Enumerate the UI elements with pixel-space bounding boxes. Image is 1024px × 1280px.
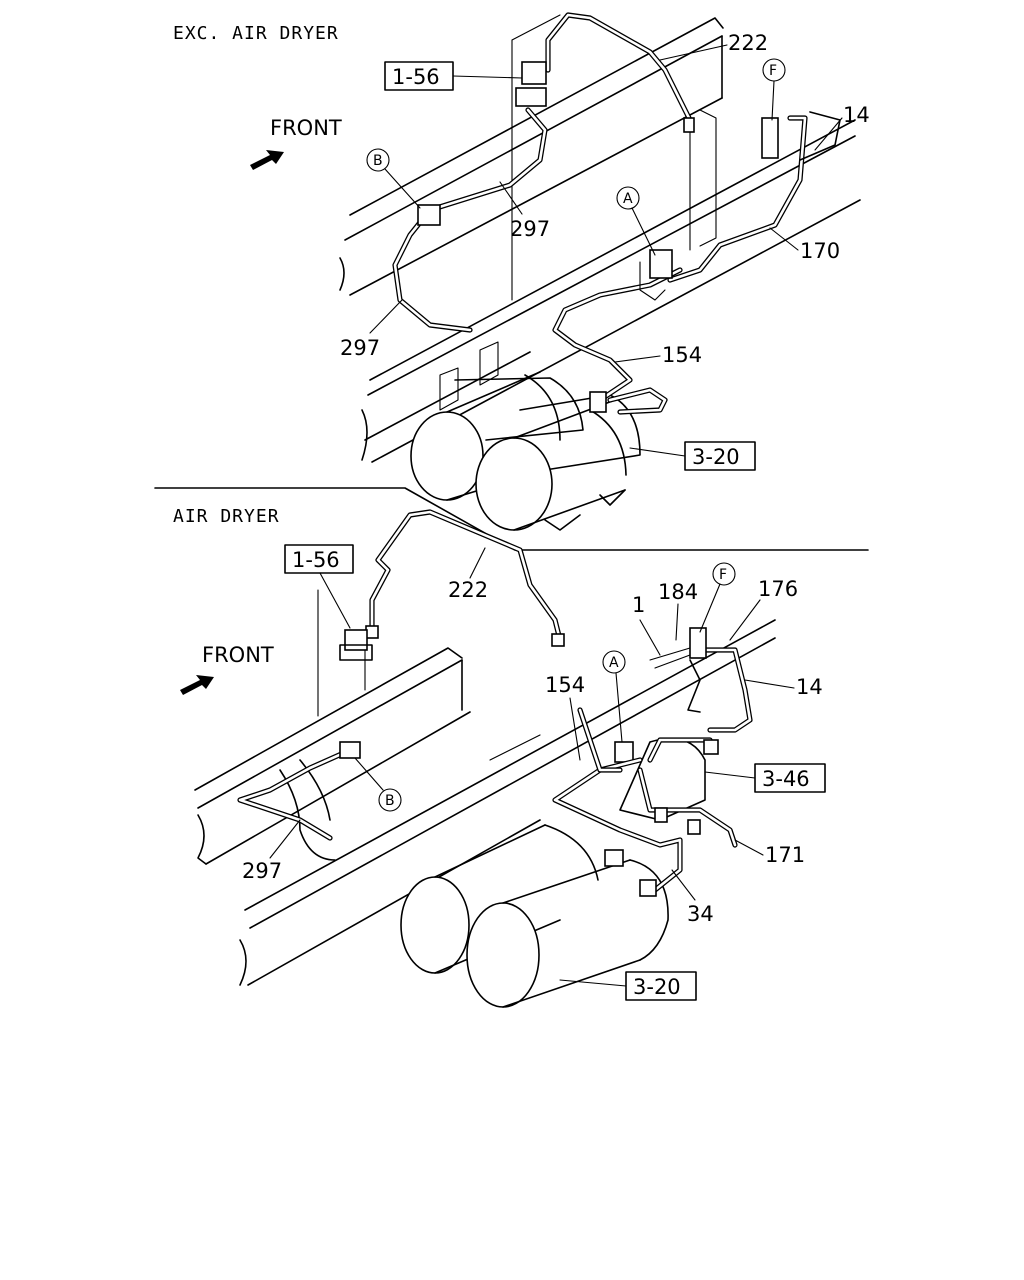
- air-tanks-bottom: [400, 824, 669, 1008]
- label-222-top: 222: [728, 31, 768, 55]
- valve-1-56-top: [515, 61, 547, 107]
- leader-297-b-top: [369, 299, 403, 334]
- svg-text:B: B: [385, 793, 395, 809]
- label-297-bottom: 297: [242, 859, 282, 883]
- valve-1-56-bottom: [339, 629, 373, 661]
- section-divider: [154, 487, 869, 551]
- svg-text:3-20: 3-20: [692, 445, 740, 469]
- circle-f-bottom: F: [699, 562, 736, 633]
- circle-a-bottom: A: [602, 650, 626, 743]
- label-184-bottom: 184: [658, 580, 698, 604]
- svg-text:3-46: 3-46: [762, 767, 810, 791]
- svg-text:A: A: [609, 655, 619, 671]
- leader-14-top: [814, 117, 843, 151]
- pipe-222-top: [545, 12, 695, 133]
- svg-text:3-20: 3-20: [633, 975, 681, 999]
- label-176-bottom: 176: [758, 577, 798, 601]
- leader-34-bottom: [671, 869, 696, 901]
- label-14-top: 14: [843, 103, 870, 127]
- label-1-bottom: 1: [632, 593, 645, 617]
- ref-box-3-46: 3-46: [704, 763, 826, 793]
- circle-b-top: B: [366, 148, 421, 209]
- circle-a-top: A: [616, 186, 656, 256]
- svg-text:F: F: [769, 63, 777, 79]
- pipe-297-bottom: [237, 741, 361, 841]
- pipe-170-top: [552, 111, 841, 415]
- frame-rail-bottom: [194, 589, 776, 986]
- leader-14-bottom: [744, 679, 795, 689]
- leader-154-top: [614, 355, 661, 363]
- label-297-b-top: 297: [340, 336, 380, 360]
- label-297-a-top: 297: [510, 217, 550, 241]
- pipe-222-bottom: [365, 509, 565, 647]
- label-14-bottom: 14: [796, 675, 823, 699]
- section-title-air-dryer: AIR DRYER: [173, 506, 280, 527]
- front-arrow-icon-bottom: [180, 675, 214, 695]
- leader-184-bottom: [675, 603, 679, 641]
- leader-1-bottom: [639, 619, 661, 656]
- front-arrow-icon: [250, 150, 284, 170]
- front-label-bottom: FRONT: [202, 643, 274, 667]
- ref-box-3-20-bottom: 3-20: [559, 971, 697, 1001]
- svg-text:B: B: [373, 153, 383, 169]
- leader-297-bottom: [269, 819, 301, 859]
- air-tanks-top: [410, 341, 641, 531]
- leader-171-bottom: [734, 839, 764, 856]
- leader-297-a-top: [499, 181, 523, 215]
- ref-box-1-56-top: 1-56: [384, 61, 523, 91]
- label-34-bottom: 34: [687, 902, 714, 926]
- svg-text:F: F: [719, 567, 727, 583]
- air-dryer-assembly: [552, 627, 753, 897]
- svg-text:1-56: 1-56: [392, 65, 440, 89]
- leader-222-top: [659, 44, 728, 61]
- label-170-top: 170: [800, 239, 840, 263]
- leader-170-top: [769, 227, 799, 251]
- section-title-exc-air-dryer: EXC. AIR DRYER: [173, 23, 339, 44]
- label-171-bottom: 171: [765, 843, 805, 867]
- label-154-top: 154: [662, 343, 702, 367]
- circle-f-top: F: [762, 58, 786, 121]
- svg-text:1-56: 1-56: [292, 548, 340, 572]
- circle-b-bottom: B: [354, 757, 402, 812]
- leader-154-bottom: [569, 697, 581, 761]
- ref-box-1-56-bottom: 1-56: [284, 544, 354, 629]
- front-label-top: FRONT: [270, 116, 342, 140]
- ref-box-3-20-top: 3-20: [629, 441, 756, 471]
- label-222-bottom: 222: [448, 578, 488, 602]
- leader-222-bottom: [469, 547, 486, 579]
- leader-176-bottom: [729, 599, 761, 641]
- pipe-297-top: [392, 107, 548, 333]
- svg-text:A: A: [623, 191, 633, 207]
- label-154-bottom: 154: [545, 673, 585, 697]
